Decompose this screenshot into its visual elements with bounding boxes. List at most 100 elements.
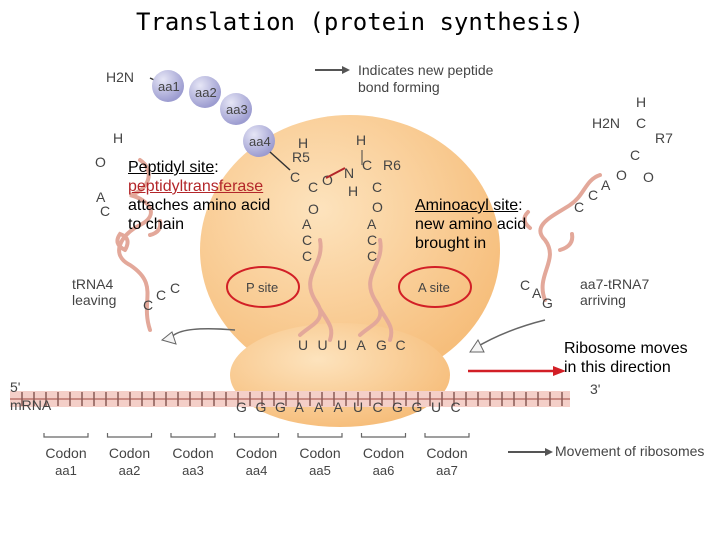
codon-label: Codon: [236, 445, 277, 461]
svg-text:H: H: [113, 130, 123, 146]
svg-text:N: N: [344, 165, 354, 181]
chain-bead-aa1: [152, 70, 184, 102]
codon-aa-label: aa1: [55, 463, 77, 478]
svg-text:C: C: [302, 248, 312, 264]
chain-aa4-label: aa4: [249, 134, 271, 149]
anticodon-base: G: [376, 337, 387, 353]
legend: Indicates new peptide bond forming: [315, 62, 494, 95]
mrna-base: A: [314, 399, 324, 415]
legend-line1: Indicates new peptide: [358, 62, 494, 78]
peptidyl-site-label: Peptidyl site: peptidyltransferase attac…: [128, 159, 271, 233]
mrna-base: A: [334, 399, 344, 415]
svg-text:C: C: [520, 277, 530, 293]
exit-arrow: [169, 328, 236, 341]
aminoacyl-site-title: Aminoacyl site: [415, 197, 519, 214]
codon-bracket: [106, 433, 153, 438]
svg-text:A: A: [367, 216, 377, 232]
codon-aa-label: aa4: [246, 463, 268, 478]
codon-aa-label: aa2: [119, 463, 141, 478]
codon-bracket: [170, 433, 216, 438]
mrna-base: G: [236, 399, 247, 415]
anticodon-base: U: [298, 337, 308, 353]
svg-text:C: C: [636, 115, 646, 131]
codon-bracket: [424, 433, 470, 438]
svg-text:C: C: [362, 157, 372, 173]
trna-arriving-anticodon: C A G: [520, 277, 553, 311]
chain-bead-aa3: [220, 93, 252, 125]
svg-text:C: C: [290, 169, 300, 185]
mrna-base: G: [275, 399, 286, 415]
exit-arrow-head: [160, 331, 177, 345]
mrna-base: A: [295, 399, 305, 415]
legend-line2: bond forming: [358, 79, 440, 95]
svg-text:C: C: [143, 297, 153, 313]
p-site-highlight: [226, 266, 300, 308]
mrna-strand: [10, 391, 570, 407]
page-title: Translation (protein synthesis): [136, 8, 584, 36]
chain-h2n: H2N: [106, 69, 134, 85]
chain-aa3-label: aa3: [226, 102, 248, 117]
codon-label: Codon: [299, 445, 340, 461]
trna-a-site-shape: [358, 238, 394, 342]
svg-text:O: O: [372, 199, 383, 215]
svg-text:C: C: [170, 280, 180, 296]
codon-label: Codon: [45, 445, 86, 461]
codon-bracket: [43, 433, 89, 438]
codon-label: Codon: [109, 445, 150, 461]
ribosome-large-subunit: [200, 115, 500, 385]
svg-text:C: C: [367, 232, 377, 248]
trna-arriving-shape: [522, 173, 602, 302]
codon-aa-label: aa6: [373, 463, 395, 478]
svg-text:C: C: [630, 147, 640, 163]
svg-text:H2N: H2N: [592, 115, 620, 131]
svg-text:O: O: [308, 201, 319, 217]
chain-bead-aa4: [243, 125, 275, 157]
peptide-chain: H2N aa1 aa2 aa3 aa4: [106, 69, 291, 171]
mrna-base: C: [451, 399, 461, 415]
svg-text:C: C: [588, 187, 598, 203]
trna-leaving-shape: [115, 158, 163, 332]
codon-aa-label: aa7: [436, 463, 458, 478]
svg-text:R5: R5: [292, 149, 310, 165]
left-trna-chemistry: H O A C: [95, 130, 123, 219]
trna-leaving-line2: leaving: [72, 292, 116, 308]
svg-text:A: A: [532, 285, 542, 301]
svg-text:G: G: [542, 295, 553, 311]
svg-text:H: H: [298, 135, 308, 151]
chain-bead-aa2: [189, 76, 221, 108]
svg-text:A: A: [302, 216, 312, 232]
svg-text:C: C: [156, 287, 166, 303]
mrna-base: G: [256, 399, 267, 415]
peptidyltransferase-label: peptidyltransferase: [128, 178, 264, 195]
svg-text:C: C: [308, 179, 318, 195]
svg-text:A: A: [96, 189, 106, 205]
a-site-acceptor-end: A C C: [367, 216, 377, 264]
right-trna-chemistry: H H2N C R7 C O O A C C: [574, 94, 673, 215]
direction-note: Ribosome moves in this direction: [564, 340, 688, 376]
mrna-base: G: [392, 399, 403, 415]
codon-brackets: [43, 433, 470, 438]
svg-text:A: A: [601, 177, 611, 193]
chain-aa1-label: aa1: [158, 79, 180, 94]
mrna-base: G: [412, 399, 423, 415]
svg-text:O: O: [322, 172, 333, 188]
codon-label: Codon: [426, 445, 467, 461]
movement-label: Movement of ribosomes: [555, 443, 704, 459]
trna-p-site-shape: [298, 238, 334, 342]
mrna-base: U: [353, 399, 363, 415]
a-site-label: A site: [418, 280, 450, 295]
direction-arrow-head: [553, 366, 566, 376]
mrna-base: U: [431, 399, 441, 415]
p-site-acceptor-end: A C C: [302, 216, 312, 264]
svg-text:R7: R7: [655, 130, 673, 146]
svg-text:C: C: [372, 179, 382, 195]
peptidyl-site-title: Peptidyl site: [128, 159, 215, 176]
mrna-three-prime: 3': [590, 381, 600, 397]
svg-text:H: H: [348, 183, 358, 199]
peptide-bond-chemistry: H R5 C C O O H N C R6 H C O: [290, 132, 401, 217]
anticodon-base: U: [337, 337, 347, 353]
codon-aa-label: aa3: [182, 463, 204, 478]
entry-arrow-head: [469, 339, 485, 353]
